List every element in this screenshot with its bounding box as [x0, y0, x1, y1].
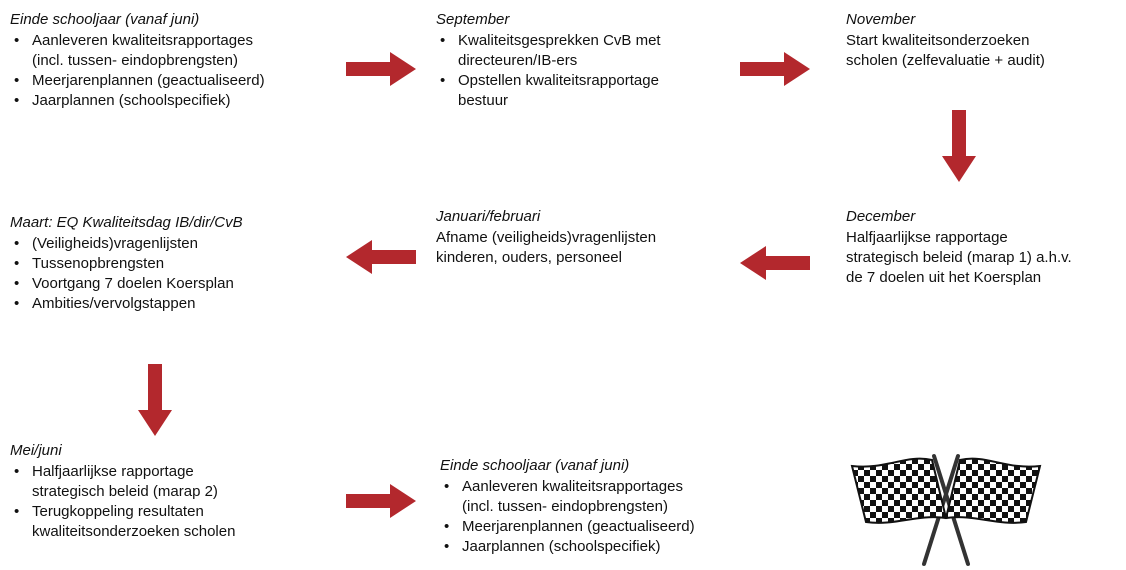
list-item-continuation: kwaliteitsonderzoeken scholen: [32, 523, 236, 540]
list-item: Jaarplannen (schoolspecifiek): [444, 537, 770, 557]
arrow-left-icon: [346, 240, 416, 274]
step-december: December Halfjaarlijkse rapportage strat…: [846, 207, 1121, 288]
arrow-right-icon: [346, 52, 416, 86]
arrow-left-icon: [740, 246, 810, 280]
list-item: Kwaliteitsgesprekken CvB met: [440, 31, 716, 51]
step-title: Einde schooljaar (vanaf juni): [10, 11, 200, 28]
list-item: Ambities/vervolgstappen: [14, 294, 340, 314]
step-title: September: [436, 11, 510, 28]
list-item-continuation: (incl. tussen- eindopbrengsten): [32, 52, 238, 69]
step-text-line: Afname (veiligheids)vragenlijsten: [436, 229, 657, 246]
step-november: November Start kwaliteitsonderzoeken sch…: [846, 10, 1121, 71]
step-text-line: Start kwaliteitsonderzoeken: [846, 32, 1030, 49]
list-item: Terugkoppeling resultaten: [14, 502, 330, 522]
step-list: Halfjaarlijkse rapportage strategisch be…: [10, 462, 330, 542]
list-item: Aanleveren kwaliteitsrapportages: [14, 31, 340, 51]
step-text-line: Halfjaarlijkse rapportage: [846, 229, 1008, 246]
step-list: Aanleveren kwaliteitsrapportages (incl. …: [440, 477, 770, 557]
step-title: Januari/februari: [436, 208, 541, 225]
list-item: Opstellen kwaliteitsrapportage: [440, 71, 716, 91]
step-text-line: scholen (zelfevaluatie + audit): [846, 52, 1045, 69]
list-item-continuation: bestuur: [458, 92, 509, 109]
step-title: Mei/juni: [10, 442, 62, 459]
arrow-down-icon: [138, 364, 172, 436]
step-maart: Maart: EQ Kwaliteitsdag IB/dir/CvB (Veil…: [10, 213, 340, 314]
list-item-continuation: strategisch beleid (marap 2): [32, 483, 218, 500]
arrow-right-icon: [740, 52, 810, 86]
list-item-continuation: (incl. tussen- eindopbrengsten): [462, 498, 668, 515]
step-title: December: [846, 208, 916, 225]
list-item: Voortgang 7 doelen Koersplan: [14, 274, 340, 294]
step-title: Maart: EQ Kwaliteitsdag IB/dir/CvB: [10, 214, 243, 231]
checkered-flags-icon: [850, 454, 1042, 566]
list-item-continuation: directeuren/IB-ers: [458, 52, 578, 69]
step-einde-schooljaar-bottom: Einde schooljaar (vanaf juni) Aanleveren…: [440, 456, 770, 557]
list-item: Meerjarenplannen (geactualiseerd): [444, 517, 770, 537]
step-list: (Veiligheids)vragenlijsten Tussenopbreng…: [10, 234, 340, 314]
step-januari-februari: Januari/februari Afname (veiligheids)vra…: [436, 207, 726, 268]
list-item: Aanleveren kwaliteitsrapportages: [444, 477, 770, 497]
step-mei-juni: Mei/juni Halfjaarlijkse rapportage strat…: [10, 441, 330, 542]
step-list: Kwaliteitsgesprekken CvB met directeuren…: [436, 31, 716, 111]
step-einde-schooljaar-top: Einde schooljaar (vanaf juni) Aanleveren…: [10, 10, 340, 111]
step-title: November: [846, 11, 916, 28]
step-text-line: kinderen, ouders, personeel: [436, 249, 622, 266]
list-item: Jaarplannen (schoolspecifiek): [14, 91, 340, 111]
arrow-down-icon: [942, 110, 976, 182]
list-item: Halfjaarlijkse rapportage: [14, 462, 330, 482]
step-text-line: de 7 doelen uit het Koersplan: [846, 269, 1042, 286]
step-text-line: strategisch beleid (marap 1) a.h.v.: [846, 249, 1072, 266]
list-item: (Veiligheids)vragenlijsten: [14, 234, 340, 254]
list-item: Meerjarenplannen (geactualiseerd): [14, 71, 340, 91]
step-september: September Kwaliteitsgesprekken CvB met d…: [436, 10, 716, 111]
step-title: Einde schooljaar (vanaf juni): [440, 457, 630, 474]
arrow-right-icon: [346, 484, 416, 518]
list-item: Tussenopbrengsten: [14, 254, 340, 274]
step-list: Aanleveren kwaliteitsrapportages (incl. …: [10, 31, 340, 111]
